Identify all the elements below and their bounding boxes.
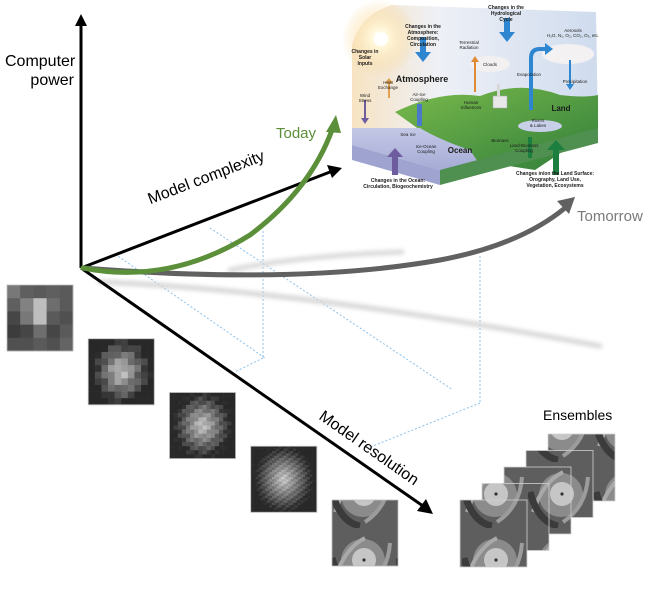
tomorrow-label: Tomorrow [577, 208, 643, 225]
axis-label-line: Computer [5, 53, 76, 70]
cs-title-ocean: Ocean [448, 146, 473, 155]
cs-sea-ice: Sea Ice [400, 132, 416, 137]
tomorrow-curve [80, 205, 568, 278]
ocean-surface [352, 128, 480, 170]
cloud [470, 56, 510, 72]
cs-clouds: Clouds [483, 62, 498, 67]
ensembles-label: Ensembles [543, 407, 613, 423]
guide-line [367, 402, 481, 449]
box-front-right [440, 128, 598, 185]
tomorrow-trajectory [80, 197, 575, 278]
axis-label-computer-power: Computer power [5, 52, 76, 90]
today-label: Today [276, 125, 317, 142]
cs-title-atmosphere: Atmosphere [396, 74, 449, 84]
cs-rivers-lakes: Rivers& Lakes [530, 118, 547, 128]
cs-evaporation: Evaporation [517, 72, 542, 77]
tomorrow-arrowhead [557, 197, 575, 214]
resolution-thumbnail [6, 284, 74, 352]
cs-title-land: Land [551, 104, 570, 113]
today-arrowhead [326, 115, 341, 133]
cloud [542, 44, 594, 64]
today-curve [80, 127, 335, 275]
axis-computer-power-arrowhead [75, 14, 87, 26]
cs-changes-ocean: Changes in the Ocean:Circulation, Biogeo… [363, 178, 433, 190]
axes [75, 14, 433, 514]
today-trajectory [80, 115, 341, 275]
tomorrow-shadow [97, 279, 603, 349]
cs-precipitation: Precipitation [563, 79, 588, 84]
guide-lines [114, 227, 481, 449]
resolution-thumbnails [6, 284, 399, 567]
guide-line [209, 227, 454, 391]
cs-changes-land: Changes in/on the Land Surface:Orography… [516, 171, 594, 189]
ensemble-member [459, 499, 528, 568]
resolution-thumbnail [250, 445, 318, 513]
axis-model-complexity [80, 170, 331, 270]
resolution-thumbnail [169, 392, 236, 459]
axis-model-resolution [80, 266, 424, 508]
ensemble-stack [459, 433, 616, 568]
resolution-thumbnail [331, 499, 399, 567]
axis-model-complexity-arrowhead [327, 165, 342, 178]
cs-biomass: Biomass [491, 138, 509, 143]
guide-line [114, 253, 266, 359]
guide-line [234, 357, 264, 373]
axis-label-line: power [30, 72, 74, 89]
resolution-thumbnail [87, 338, 155, 406]
axis-model-resolution-arrowhead [417, 499, 433, 514]
today-shadow [227, 249, 405, 273]
